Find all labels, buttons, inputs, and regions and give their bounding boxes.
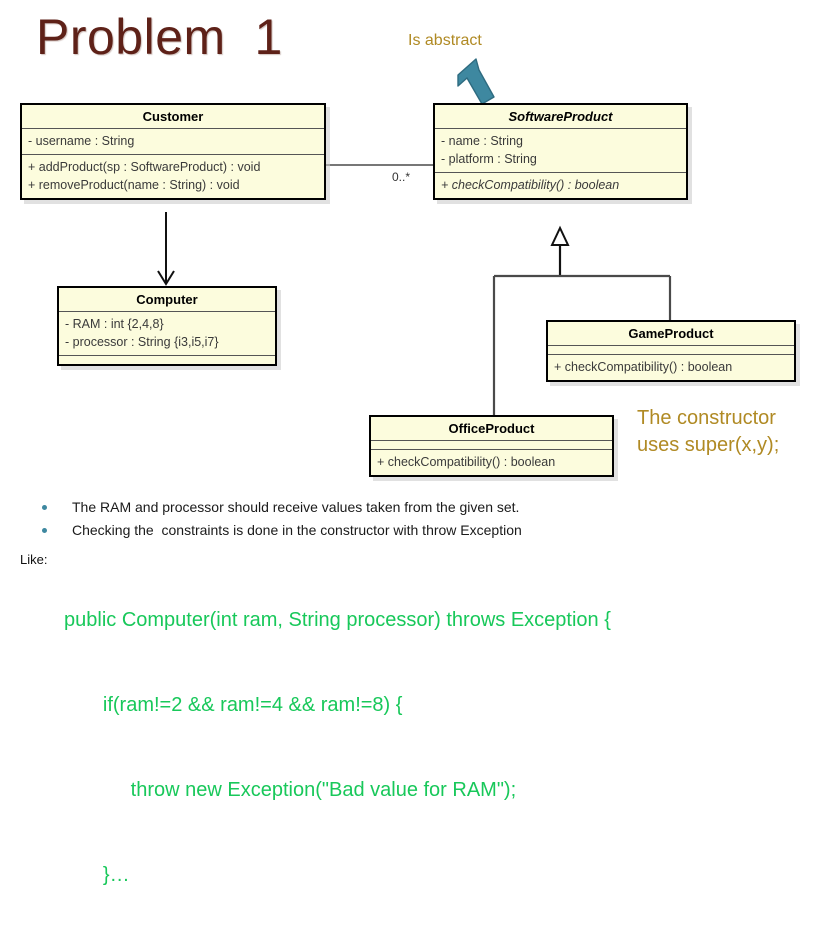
uml-class-name-gameproduct: GameProduct: [548, 322, 794, 346]
uml-attribute: - RAM : int {2,4,8}: [65, 317, 164, 331]
bullet-list: The RAM and processor should receive val…: [28, 498, 668, 544]
uml-attribute: - platform : String: [441, 152, 537, 167]
uml-methods-customer: + addProduct(sp : SoftwareProduct) : voi…: [22, 155, 324, 199]
code-line: throw new Exception("Bad value for RAM")…: [64, 779, 517, 802]
bullet-text: Checking the constraints is done in the …: [72, 521, 522, 538]
uml-class-name-softwareproduct: SoftwareProduct: [435, 105, 686, 129]
uml-methods-softwareproduct: + checkCompatibility() : boolean: [435, 173, 686, 199]
uml-attribute: - username : String: [28, 134, 135, 148]
bullet-dot-icon: [42, 527, 47, 533]
code-label: Like:: [20, 552, 48, 567]
code-line: }…: [64, 864, 130, 887]
uml-class-customer[interactable]: Customer - username : String + addProduc…: [20, 103, 326, 201]
uml-methods-gameproduct: + checkCompatibility() : boolean: [548, 355, 794, 381]
uml-methods-officeproduct: + checkCompatibility() : boolean: [371, 450, 612, 476]
uml-methods-computer: [59, 356, 275, 365]
uml-attributes-computer: - RAM : int {2,4,8} - processor : String…: [59, 312, 275, 357]
uml-attributes-customer: - username : String: [22, 129, 324, 156]
code-line: public Computer(int ram, String processo…: [64, 608, 611, 631]
slide-canvas: Problem 1 Is abstract 0..* Customer - us…: [20, 9, 796, 886]
uml-class-softwareproduct[interactable]: SoftwareProduct - name : String - platfo…: [433, 103, 688, 201]
diagram-connectors: [157, 164, 672, 415]
uml-attributes-officeproduct: [371, 441, 612, 450]
uml-attribute: - processor : String {i3,i5,i7}: [65, 335, 219, 350]
uml-class-officeproduct[interactable]: OfficeProduct + checkCompatibility() : b…: [369, 415, 614, 478]
bullet-text: The RAM and processor should receive val…: [72, 499, 520, 515]
uml-attribute: - name : String: [441, 134, 523, 148]
uml-class-computer[interactable]: Computer - RAM : int {2,4,8} - processor…: [57, 286, 277, 367]
uml-method: + checkCompatibility() : boolean: [554, 360, 733, 374]
uml-method: + removeProduct(name : String) : void: [28, 178, 240, 193]
uml-attributes-gameproduct: [548, 346, 794, 355]
list-item: The RAM and processor should receive val…: [28, 498, 668, 517]
uml-method-abstract: + checkCompatibility() : boolean: [441, 178, 620, 193]
multiplicity-label: 0..*: [392, 170, 411, 184]
uml-class-name-computer: Computer: [59, 288, 275, 312]
abstract-pointer-arrow-icon: [452, 57, 510, 109]
uml-class-gameproduct[interactable]: GameProduct + checkCompatibility() : boo…: [546, 320, 796, 383]
uml-method: + addProduct(sp : SoftwareProduct) : voi…: [28, 160, 261, 175]
page-title: Problem 1: [36, 9, 283, 65]
uml-class-name-customer: Customer: [22, 105, 324, 129]
note-constructor: The constructor uses super(x,y);: [637, 407, 780, 456]
note-is-abstract: Is abstract: [408, 32, 482, 49]
bullet-dot-icon: [42, 505, 47, 510]
uml-method: + checkCompatibility() : boolean: [377, 455, 556, 469]
list-item: Checking the constraints is done in the …: [28, 521, 668, 540]
code-line: if(ram!=2 && ram!=4 && ram!=8) {: [64, 693, 403, 716]
uml-attributes-softwareproduct: - name : String - platform : String: [435, 129, 686, 174]
uml-class-name-officeproduct: OfficeProduct: [371, 417, 612, 441]
